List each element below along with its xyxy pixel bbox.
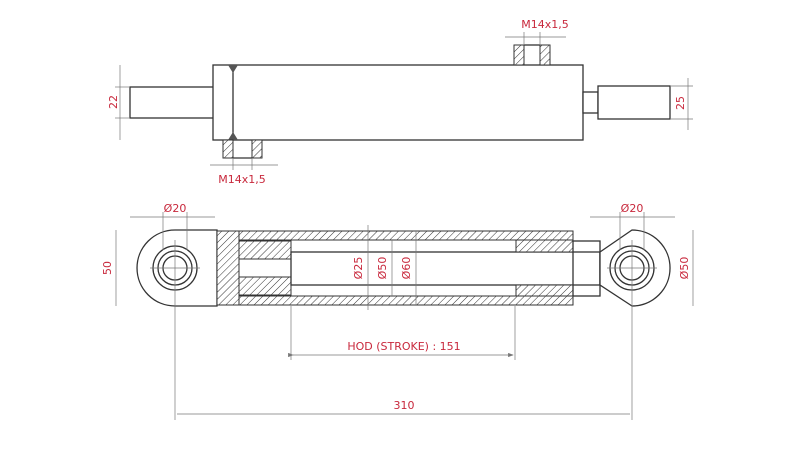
right-eye-dim: Ø50 bbox=[678, 257, 691, 280]
piston-bottom bbox=[238, 276, 292, 296]
piston-top bbox=[238, 240, 292, 260]
end-cap bbox=[216, 230, 240, 306]
left-shaft bbox=[129, 86, 216, 119]
port-top-label: M14x1,5 bbox=[521, 18, 569, 31]
cylinder-body bbox=[212, 64, 584, 141]
section-view: Ø20 Ø20 50 Ø50 Ø25 Ø50 Ø60 HOD (STROKE) … bbox=[101, 202, 694, 420]
bore-dim: Ø50 bbox=[376, 257, 389, 280]
left-shaft-dim: 22 bbox=[107, 95, 120, 109]
right-shaft-dim: 25 bbox=[674, 96, 687, 110]
left-pin-dim: Ø20 bbox=[164, 202, 187, 215]
bottom-port bbox=[222, 139, 263, 159]
weld-mark bbox=[228, 65, 238, 73]
rod-dim: Ø25 bbox=[352, 257, 365, 280]
tube-wall-top bbox=[238, 230, 574, 241]
length-label: 310 bbox=[394, 399, 415, 412]
right-shaft-neck bbox=[582, 91, 599, 114]
weld-mark bbox=[228, 132, 238, 140]
tube-wall-bottom bbox=[238, 295, 574, 306]
right-shaft bbox=[597, 85, 671, 120]
right-pin-dim: Ø20 bbox=[621, 202, 644, 215]
gland-bottom bbox=[515, 284, 574, 297]
gland-top bbox=[515, 239, 574, 253]
top-port bbox=[513, 44, 551, 66]
tube-dim: Ø60 bbox=[400, 257, 413, 280]
stroke-label: HOD (STROKE) : 151 bbox=[347, 340, 460, 353]
left-eye-dim: 50 bbox=[101, 261, 114, 275]
top-view: M14x1,5 M14x1,5 22 25 bbox=[107, 18, 693, 186]
piston-rod bbox=[290, 251, 601, 286]
port-bottom-label: M14x1,5 bbox=[218, 173, 266, 186]
